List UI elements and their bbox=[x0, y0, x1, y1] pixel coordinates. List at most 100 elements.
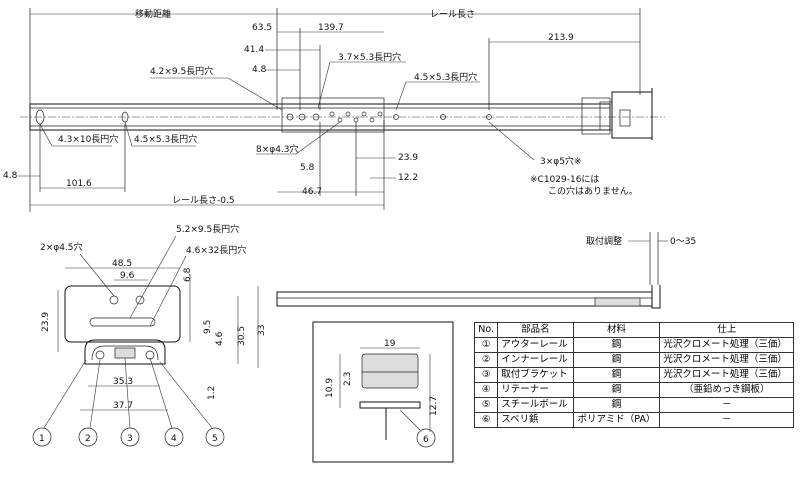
leader-2-4-5 bbox=[79, 253, 115, 297]
dim-3-7x5-3-label: 3.7×5.3長円穴 bbox=[338, 51, 401, 63]
hole-f bbox=[486, 114, 492, 120]
hole-c bbox=[312, 113, 320, 121]
cell-name: スベリ鋲 bbox=[497, 412, 574, 428]
col-part-name: 部品名 bbox=[497, 322, 574, 338]
cell-name: リテーナー bbox=[497, 382, 574, 398]
dim-12-2-label: 12.2 bbox=[398, 173, 418, 183]
dim-4-8b-label: 4.8 bbox=[3, 171, 18, 181]
svg-text:6: 6 bbox=[423, 435, 429, 445]
dim-2-3-label: 2.3 bbox=[343, 372, 353, 386]
end-stop bbox=[581, 97, 611, 135]
leader-4-2x9-5-b bbox=[227, 77, 283, 111]
bracket-body bbox=[281, 97, 385, 133]
dim-10-9-label: 10.9 bbox=[325, 378, 335, 398]
side-slider bbox=[594, 297, 641, 307]
cell-material: 鋼 bbox=[572, 367, 661, 383]
cell-finish: － bbox=[659, 397, 794, 413]
bracket-hole-2 bbox=[135, 295, 145, 305]
dim-4-3x10-label: 4.3×10長円穴 bbox=[58, 133, 118, 145]
bracket-plate bbox=[64, 285, 181, 343]
retainer-base bbox=[359, 401, 421, 409]
dim-rail-length-label: レール長さ bbox=[430, 9, 475, 20]
dim-12-7-label: 12.7 bbox=[429, 396, 439, 416]
hole-b bbox=[298, 113, 306, 121]
hole-d bbox=[393, 114, 399, 120]
cell-material: ポリアミド（PA） bbox=[572, 412, 661, 428]
cell-no: ① bbox=[473, 337, 499, 353]
leader-8-4-3-b bbox=[295, 121, 341, 155]
dim-travel-label: 移動距離 bbox=[135, 8, 171, 20]
dim-30-5-label: 30.5 bbox=[237, 326, 247, 346]
side-bracket bbox=[651, 285, 661, 309]
col-material: 材料 bbox=[572, 322, 661, 338]
leader-4-5x5-3-b bbox=[395, 81, 407, 111]
leader-4-5x5-3b bbox=[124, 121, 133, 147]
leader-5-2x9-5 bbox=[129, 235, 177, 319]
bracket-slot bbox=[89, 317, 156, 327]
dim-5-8-label: 5.8 bbox=[300, 163, 315, 173]
callout-6: 6 bbox=[399, 409, 436, 448]
dim-23-9-label: 23.9 bbox=[398, 153, 418, 163]
svg-text:4: 4 bbox=[171, 434, 177, 444]
adjust-label: 取付調整 bbox=[586, 235, 622, 247]
dim-48-5-label: 48.5 bbox=[112, 259, 132, 269]
dim-5-2x9-5-label: 5.2×9.5長円穴 bbox=[176, 223, 239, 235]
col-no: No. bbox=[473, 322, 499, 338]
cell-finish: － bbox=[659, 412, 794, 428]
dim-4-2x9-5-label: 4.2×9.5長円穴 bbox=[150, 65, 213, 77]
dim-139-7-label: 139.7 bbox=[318, 23, 344, 33]
cell-name: スチールボール bbox=[497, 397, 574, 413]
rail-section bbox=[84, 339, 166, 365]
cell-material: 鋼 bbox=[572, 397, 661, 413]
dim-35-3-label: 35.3 bbox=[113, 377, 133, 387]
svg-text:2: 2 bbox=[85, 434, 91, 444]
latch bbox=[619, 109, 631, 127]
dim-37-7-label: 37.7 bbox=[113, 401, 133, 411]
dim-4-6-label: 4.6 bbox=[215, 331, 225, 346]
bracket-hole-1 bbox=[109, 295, 119, 305]
cell-finish: 光沢クロメート処理（三価） bbox=[659, 352, 794, 368]
cell-name: アウターレール bbox=[497, 337, 574, 353]
cell-material: 鋼 bbox=[572, 337, 661, 353]
cell-no: ⑤ bbox=[473, 397, 499, 413]
cell-finish: 光沢クロメート処理（三価） bbox=[659, 337, 794, 353]
cell-finish: （亜鉛めっき鋼板） bbox=[659, 382, 794, 398]
cell-no: ③ bbox=[473, 367, 499, 383]
cell-name: インナーレール bbox=[497, 352, 574, 368]
dim-8-4-3-label: 8×φ4.3穴 bbox=[256, 143, 299, 155]
leader-4-3x10 bbox=[39, 123, 53, 147]
ball-right bbox=[145, 350, 155, 360]
inner-rail-section bbox=[91, 345, 159, 361]
dim-6-8-label: 6.8 bbox=[183, 267, 193, 282]
cell-no: ② bbox=[473, 352, 499, 368]
dim-9-6-label: 9.6 bbox=[120, 271, 135, 281]
callout-3: 3 bbox=[120, 357, 140, 447]
leader-3-5 bbox=[488, 121, 535, 161]
cell-material: 鋼 bbox=[572, 352, 661, 368]
retainer-block bbox=[361, 353, 419, 389]
col-finish: 仕上 bbox=[659, 322, 794, 338]
dim-1-2-label: 1.2 bbox=[207, 386, 217, 400]
cell-no: ④ bbox=[473, 382, 499, 398]
callout-1: 1 bbox=[32, 359, 87, 447]
detail-box bbox=[312, 321, 454, 463]
dim-2-4-5-label: 2×φ4.5穴 bbox=[40, 241, 83, 253]
hole-a bbox=[286, 113, 294, 121]
hole-e bbox=[440, 114, 446, 120]
cell-no: ⑥ bbox=[473, 412, 499, 428]
dim-46-7-label: 46.7 bbox=[302, 187, 322, 197]
dim-41-4-label: 41.4 bbox=[244, 45, 264, 55]
dim-4-5x5-3b-label: 4.5×5.3長円穴 bbox=[134, 133, 197, 145]
dim-101-6-label: 101.6 bbox=[66, 179, 92, 189]
note-line-1: ※C1029-16には bbox=[530, 174, 599, 185]
dim-63-5-label: 63.5 bbox=[252, 23, 272, 33]
callout-4: 4 bbox=[149, 357, 184, 447]
end-bracket bbox=[611, 91, 653, 139]
